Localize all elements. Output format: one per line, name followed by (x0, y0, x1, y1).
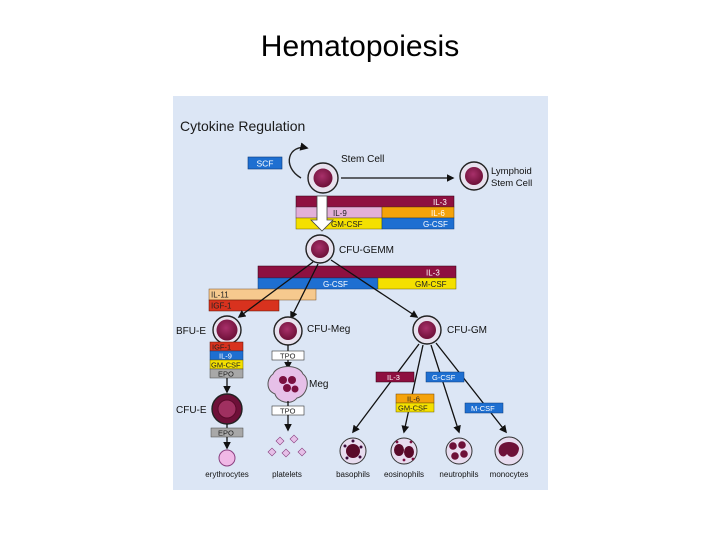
monocytes-label: monocytes (490, 470, 529, 479)
igf1-label-1: IGF-1 (211, 302, 232, 311)
bfu-e-nucleus (216, 319, 238, 341)
meg-label: Meg (309, 379, 328, 390)
arrow-to-cfu-gm (330, 259, 419, 318)
il9-label-2: IL-9 (219, 352, 232, 361)
arrow-to-bfu-e (237, 261, 314, 318)
cfu-gm-label: CFU-GM (447, 325, 487, 336)
arrow-to-eosinophils (401, 344, 424, 434)
il9-label: IL-9 (333, 209, 347, 218)
neutrophils-label: neutrophils (439, 470, 478, 479)
tpo-label-2: TPO (280, 407, 296, 416)
gmcsf-label-1: GM-CSF (331, 220, 363, 229)
gmcsf-label-4: GM-CSF (398, 404, 428, 413)
platelet (297, 447, 307, 457)
meg-nucleus-lobe (291, 385, 299, 393)
mcsf-label: M-CSF (471, 404, 495, 413)
erythrocyte-cell (218, 449, 236, 467)
gmcsf-bar-2 (377, 277, 457, 290)
epo-label-1: EPO (218, 370, 234, 379)
lymphoid-nucleus (465, 167, 483, 185)
eosinophils-label: eosinophils (384, 470, 424, 479)
epo-label-2: EPO (218, 429, 234, 438)
diagram-heading: Cytokine Regulation (180, 118, 305, 134)
scf-tag (247, 156, 283, 170)
monocyte-cell (494, 436, 524, 466)
platelets-group (267, 434, 307, 458)
stem-cell-nucleus (313, 168, 333, 188)
lymphoid-label-2: Stem Cell (491, 178, 532, 189)
self-renewal-arrow (288, 142, 309, 179)
scf-label: SCF (257, 159, 274, 169)
arrow-to-cfu-meg (290, 263, 319, 320)
platelet (267, 447, 277, 457)
basophils-label: basophils (336, 470, 370, 479)
stem-cell-label: Stem Cell (341, 154, 384, 165)
platelet (275, 436, 285, 446)
hematopoiesis-diagram: Cytokine Regulation SCF Stem Cell Lympho… (176, 118, 532, 479)
meg-nucleus-lobe (283, 384, 291, 392)
platelet (289, 434, 299, 444)
cfu-gm-nucleus (418, 321, 436, 339)
il3-label-3: IL-3 (387, 373, 400, 382)
platelet (281, 448, 291, 458)
il6-label: IL-6 (431, 209, 445, 218)
arrow-to-neutrophils (430, 344, 461, 434)
arrow-to-monocytes (435, 342, 507, 434)
gcsf-bar-1 (381, 217, 455, 230)
gcsf-label-2: G-CSF (323, 280, 348, 289)
erythrocytes-label: erythrocytes (205, 470, 249, 479)
tpo-label-1: TPO (280, 352, 296, 361)
gcsf-label-3: G-CSF (432, 373, 456, 382)
eosinophil-cell (390, 437, 418, 465)
gcsf-label-1: G-CSF (423, 220, 448, 229)
mcsf-tag (464, 402, 504, 414)
il11-label: IL-11 (211, 291, 229, 300)
basophil-cell (339, 437, 367, 465)
meg-nucleus-lobe (279, 376, 287, 384)
gcsf-tag-3 (425, 371, 465, 383)
il3-label-1: IL-3 (433, 198, 447, 207)
platelets-label: platelets (272, 470, 302, 479)
cfu-meg-nucleus (279, 322, 297, 340)
meg-nucleus-lobe (288, 376, 296, 384)
arrow-to-basophils (352, 343, 420, 434)
gmcsf-tag-4 (395, 402, 435, 413)
igf1-label-2: IGF-1 (212, 343, 231, 352)
diagram-panel: Cytokine Regulation SCF Stem Cell Lympho… (173, 96, 548, 490)
cfu-gemm-nucleus (311, 240, 329, 258)
cfu-e-label: CFU-E (176, 405, 207, 416)
differentiation-arrow (310, 195, 334, 232)
lymphoid-label-1: Lymphoid (491, 166, 532, 177)
il3-label-2: IL-3 (426, 269, 440, 278)
il3-tag-3 (375, 371, 415, 383)
neutrophil-cell (445, 437, 473, 465)
il6-label-2: IL-6 (407, 395, 420, 404)
bfu-e-label: BFU-E (176, 326, 206, 337)
cfu-gemm-label: CFU-GEMM (339, 245, 394, 256)
gmcsf-label-3: GM-CSF (211, 361, 241, 370)
gmcsf-label-2: GM-CSF (415, 280, 447, 289)
cfu-e-nucleus (217, 399, 237, 419)
cfu-meg-label: CFU-Meg (307, 324, 350, 335)
slide-title: Hematopoiesis (260, 30, 460, 63)
